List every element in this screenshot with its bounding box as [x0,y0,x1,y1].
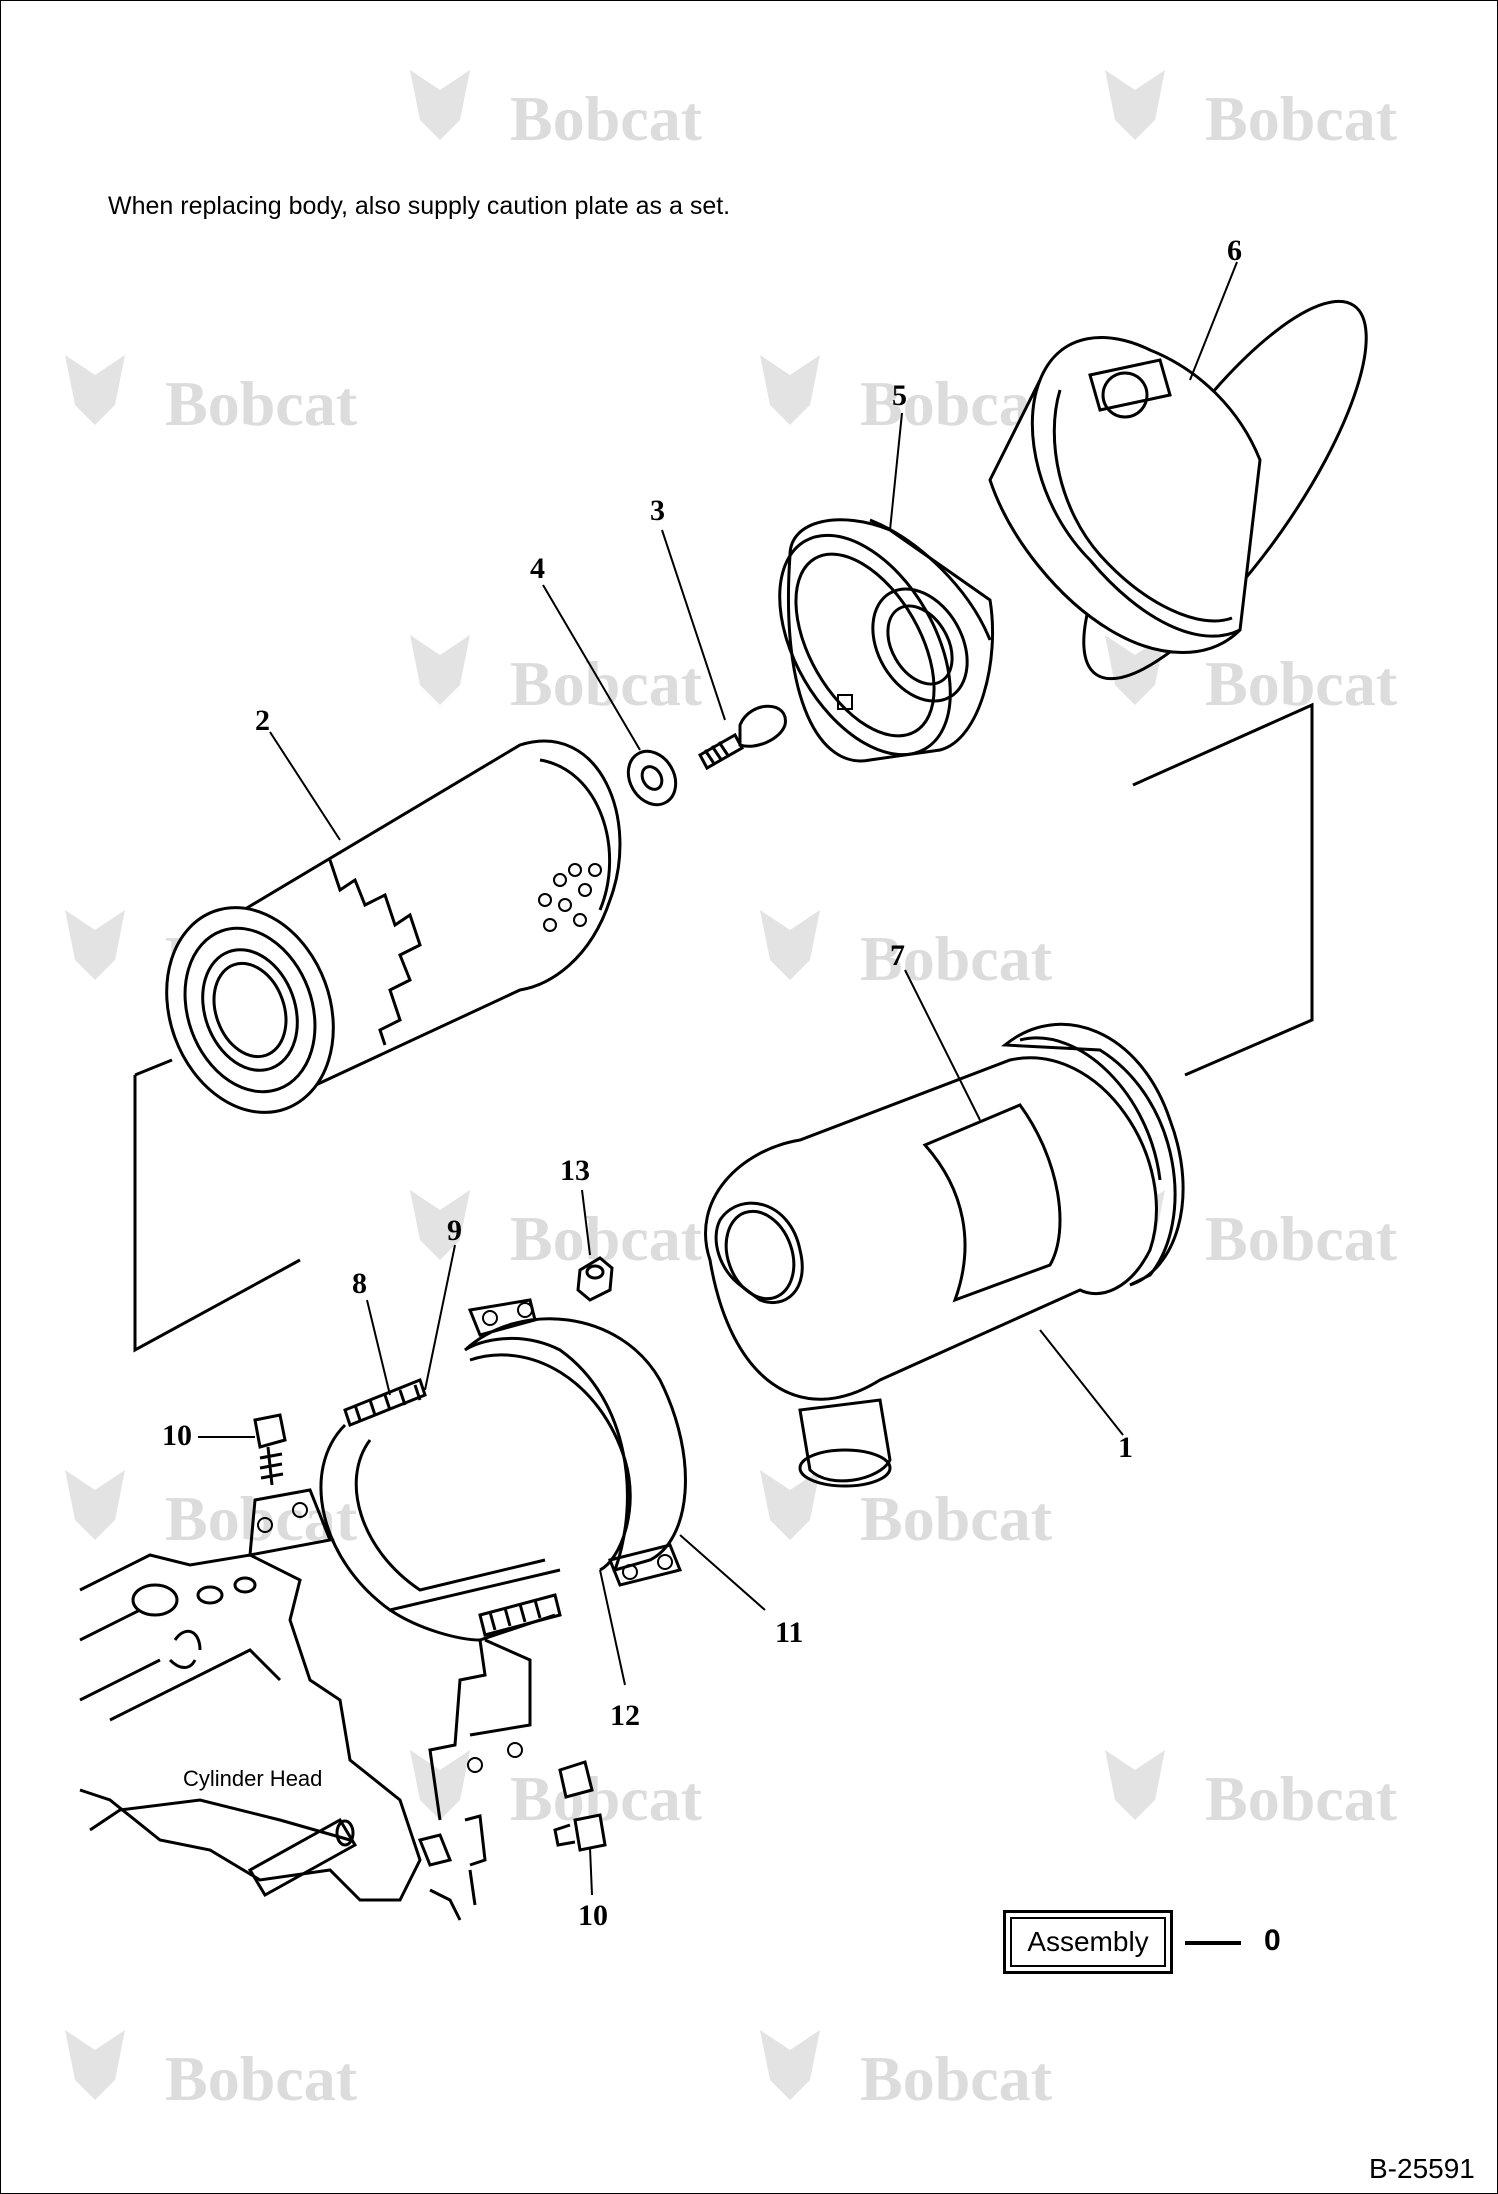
svg-text:Bobcat: Bobcat [510,1763,703,1834]
watermark: Bobcat [760,1470,1053,1554]
watermark: Bobcat [410,635,703,719]
part-10-bolt-upper [253,1413,287,1486]
svg-text:Bobcat: Bobcat [510,648,703,719]
callout-5: 5 [892,379,907,412]
part-8-bracket [319,1378,561,1642]
part-13-nut [576,1256,614,1302]
part-1-body [704,1022,1185,1488]
svg-text:Bobcat: Bobcat [165,368,358,439]
leader-lines [198,261,1238,1896]
assembly-reference-lines [133,702,1314,1353]
watermark: Bobcat [1105,70,1398,154]
svg-text:Bobcat: Bobcat [1205,648,1398,719]
callout-13: 13 [560,1154,590,1187]
svg-text:Bobcat: Bobcat [1205,83,1398,154]
part-9-bracket [248,1488,562,1821]
part-4-washer [626,749,678,807]
watermark: Bobcat [65,2030,358,2114]
assembly-number: 0 [1264,1924,1281,1957]
watermark: Bobcat [760,910,1053,994]
cylinder-head-label: Cylinder Head [183,1766,322,1791]
part-11-band [463,1298,687,1587]
svg-text:Bobcat: Bobcat [860,2043,1053,2114]
assembly-leader-line [1185,1941,1241,1945]
watermark: Bobcat [410,70,703,154]
svg-text:Bobcat: Bobcat [165,2043,358,2114]
callout-11: 11 [775,1616,803,1649]
part-10-bolt-lower [553,1760,607,1852]
callout-1: 1 [1118,1431,1133,1464]
replacement-note: When replacing body, also supply caution… [108,192,731,220]
watermark: Bobcat [1105,635,1398,719]
watermark: Bobcat [410,1750,703,1834]
part-12-band [469,1353,632,1572]
svg-text:Bobcat: Bobcat [860,923,1053,994]
watermark: Bobcat [760,355,1053,439]
assembly-box: Assembly [1003,1910,1173,1974]
watermark: Bobcat [65,355,358,439]
callouts: 6 5 3 4 2 7 1 13 9 8 10 11 12 10 [162,234,1242,1932]
callout-8: 8 [352,1267,367,1300]
cylinder-head [79,1553,487,1921]
callout-9: 9 [447,1214,462,1247]
callout-10-lower: 10 [578,1899,608,1932]
svg-text:Bobcat: Bobcat [1205,1763,1398,1834]
callout-7: 7 [890,939,905,972]
part-2-element [165,739,622,1114]
watermarks: Bobcat Bobcat Bobcat Bobcat Bobcat Bobca… [65,70,1398,2114]
watermark: Bobcat [760,2030,1053,2114]
watermark: Bobcat [65,1470,358,1554]
callout-6: 6 [1227,234,1242,267]
part-6-clamp-band [988,299,1368,681]
assembly-label: Assembly [1010,1917,1166,1967]
callout-12: 12 [610,1699,640,1732]
watermark: Bobcat [1105,1750,1398,1834]
callout-2: 2 [255,704,270,737]
callout-4: 4 [530,552,545,585]
part-5-cover [778,518,994,763]
svg-text:Bobcat: Bobcat [510,83,703,154]
part-3-wing-screw [697,704,787,771]
svg-text:Bobcat: Bobcat [1205,1203,1398,1274]
drawing-code: B-25591 [1369,2153,1475,2184]
callout-3: 3 [650,494,665,527]
callout-10-upper: 10 [162,1419,192,1452]
svg-text:Bobcat: Bobcat [860,1483,1053,1554]
